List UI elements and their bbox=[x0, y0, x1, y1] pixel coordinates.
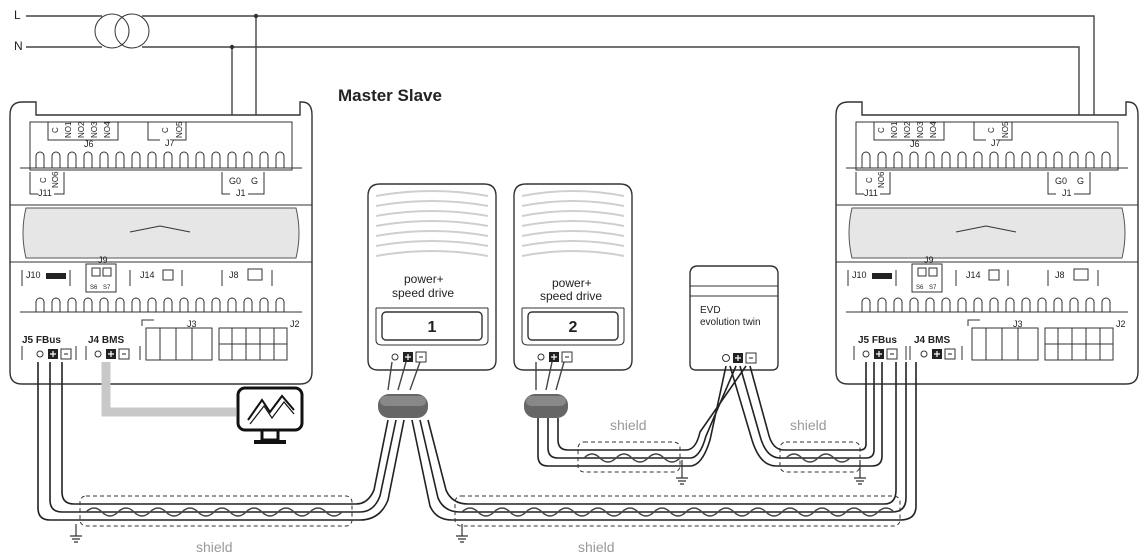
left-no3-label: NO3 bbox=[90, 121, 99, 138]
bms-cable bbox=[101, 362, 236, 417]
controller-left: C NO1 NO2 NO3 NO4 C NO5 J6 J7 C NO6 J11 … bbox=[9, 101, 313, 385]
drive2-label-line1: power+ bbox=[552, 276, 592, 290]
drive1-number: 1 bbox=[428, 319, 437, 336]
supply-l-label: L bbox=[14, 8, 21, 22]
supply-n-label: N bbox=[14, 39, 23, 53]
left-s6-label: S6 bbox=[90, 285, 98, 291]
left-no5-label: NO5 bbox=[175, 121, 184, 138]
left-no6-label: NO6 bbox=[51, 171, 60, 188]
terminal-teeth-top bbox=[35, 151, 285, 168]
drive1-label-line1: power+ bbox=[404, 272, 444, 286]
right-j10-label: J10 bbox=[852, 270, 867, 280]
right-j7-label: J7 bbox=[991, 138, 1001, 148]
speed-drive-2: power+ speed drive 2 bbox=[513, 183, 633, 371]
left-j5-label: J5 FBus bbox=[22, 335, 61, 346]
right-j3-label: J3 bbox=[1013, 319, 1023, 329]
drive2-number: 2 bbox=[569, 319, 578, 336]
shield-label-bottom-right: shield bbox=[578, 539, 615, 555]
left-j6-label: J6 bbox=[84, 139, 94, 149]
drive2-label-line2: speed drive bbox=[540, 289, 602, 303]
right-no6-label: NO6 bbox=[877, 171, 886, 188]
left-j11-label: J11 bbox=[38, 188, 52, 198]
shield-middle bbox=[577, 441, 688, 485]
evd-evolution-twin: EVD evolution twin bbox=[689, 265, 779, 371]
left-no2-label: NO2 bbox=[77, 121, 86, 138]
right-g-label: G bbox=[1077, 176, 1084, 186]
right-no5-label: NO5 bbox=[1001, 121, 1010, 138]
transformer-icon bbox=[94, 13, 150, 49]
right-j4-label: J4 BMS bbox=[914, 335, 950, 346]
right-no4-label: NO4 bbox=[929, 121, 938, 138]
left-j10-label: J10 bbox=[26, 270, 41, 280]
speed-drive-1: power+ speed drive 1 bbox=[367, 183, 497, 371]
shield-left bbox=[70, 495, 353, 543]
right-s7-label: S7 bbox=[929, 285, 937, 291]
left-j9-label: J9 bbox=[98, 255, 108, 265]
controller-right: C NO1 NO2 NO3 NO4 C NO5 J6 J7 C NO6 J11 … bbox=[835, 101, 1139, 385]
shield-label-bottom-left: shield bbox=[196, 539, 233, 555]
left-j7-label: J7 bbox=[165, 138, 175, 148]
diagram-title: Master Slave bbox=[338, 86, 442, 105]
supply-lines bbox=[26, 13, 1095, 118]
right-j2-label: J2 bbox=[1116, 319, 1126, 329]
right-s6-label: S6 bbox=[916, 285, 924, 291]
right-no3-label: NO3 bbox=[916, 121, 925, 138]
right-j1-label: J1 bbox=[1062, 188, 1072, 198]
shield-label-right: shield bbox=[790, 417, 827, 433]
left-no1-label: NO1 bbox=[64, 121, 73, 138]
left-j4-label: J4 BMS bbox=[88, 335, 124, 346]
left-j10-connector bbox=[46, 273, 66, 279]
right-g0-label: G0 bbox=[1055, 176, 1067, 186]
evd-controller-cable bbox=[729, 362, 883, 467]
left-no4-label: NO4 bbox=[103, 121, 112, 138]
fbus-cable-left bbox=[37, 361, 421, 521]
right-j11-label: J11 bbox=[864, 188, 878, 198]
right-j8-label: J8 bbox=[1055, 270, 1065, 280]
left-j3-label: J3 bbox=[187, 319, 197, 329]
shield-label-middle: shield bbox=[610, 417, 647, 433]
evd-label-line1: EVD bbox=[700, 305, 721, 316]
evd-label-line2: evolution twin bbox=[700, 317, 761, 328]
left-c7-label: C bbox=[161, 127, 170, 133]
left-j2-label: J2 bbox=[290, 319, 300, 329]
shield-right bbox=[779, 441, 866, 485]
right-j5-label: J5 FBus bbox=[858, 335, 897, 346]
left-c1-label: C bbox=[51, 127, 60, 133]
left-s7-label: S7 bbox=[103, 285, 111, 291]
right-no2-label: NO2 bbox=[903, 121, 912, 138]
right-no1-label: NO1 bbox=[890, 121, 899, 138]
drive1-label-line2: speed drive bbox=[392, 286, 454, 300]
right-j9-label: J9 bbox=[924, 255, 934, 265]
ferrite-core-drive2 bbox=[524, 394, 568, 418]
right-j6-label: J6 bbox=[910, 139, 920, 149]
right-c7-label: C bbox=[987, 127, 996, 133]
right-c11-label: C bbox=[865, 177, 874, 183]
monitor-icon bbox=[236, 386, 304, 444]
right-j14-label: J14 bbox=[966, 270, 981, 280]
left-j14-label: J14 bbox=[140, 270, 155, 280]
left-j8-label: J8 bbox=[229, 270, 239, 280]
right-c1-label: C bbox=[877, 127, 886, 133]
right-j10-connector bbox=[872, 273, 892, 279]
left-c11-label: C bbox=[39, 177, 48, 183]
left-j1-label: J1 bbox=[236, 188, 246, 198]
ferrite-core-drive1 bbox=[378, 394, 428, 418]
left-g-label: G bbox=[251, 176, 258, 186]
left-g0-label: G0 bbox=[229, 176, 241, 186]
shield-bottom-right bbox=[454, 495, 901, 543]
drive2-evd-cable bbox=[535, 361, 747, 467]
